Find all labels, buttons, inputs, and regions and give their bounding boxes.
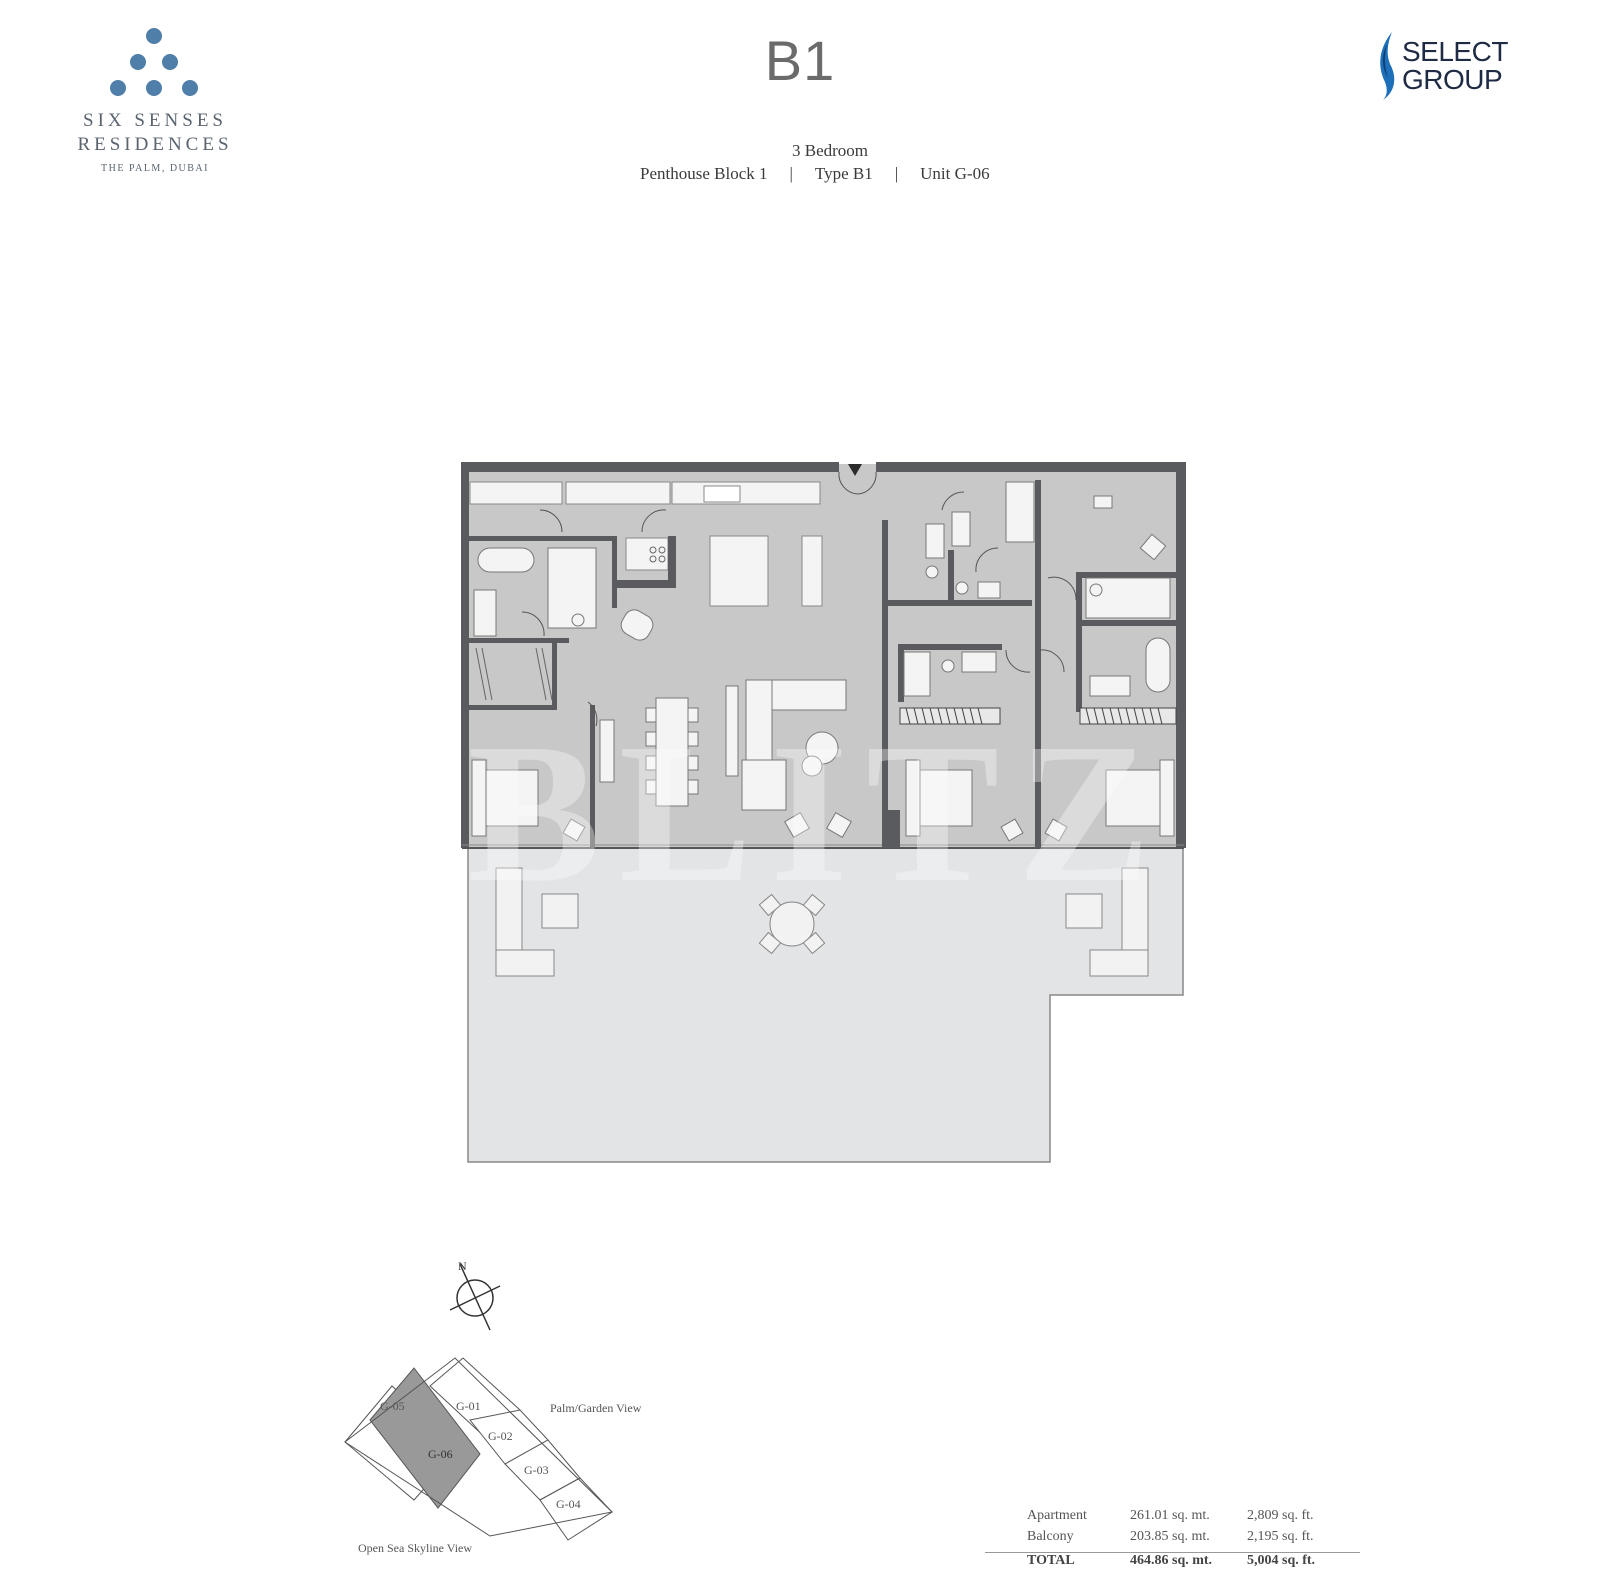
bathroom-right bbox=[1085, 577, 1171, 697]
bathroom-center-right bbox=[903, 651, 997, 697]
six-senses-dots-icon bbox=[110, 28, 198, 96]
entrance-arrow-icon bbox=[848, 464, 862, 476]
key-unit-g06: G-06 bbox=[428, 1447, 453, 1461]
north-compass-icon bbox=[449, 1263, 501, 1331]
page-title: B1 bbox=[764, 29, 836, 92]
door-swings bbox=[521, 491, 1077, 727]
select-group-logo: SELECT GROUP bbox=[1375, 30, 1535, 102]
brand-location: THE PALM, DUBAI bbox=[101, 163, 209, 174]
unit-details: Penthouse Block 1 | Type B1 | Unit G-06 bbox=[640, 164, 990, 184]
armchairs bbox=[562, 495, 1167, 842]
wardrobe-right bbox=[1079, 707, 1177, 725]
area-sqm: 261.01 sq. mt. bbox=[1130, 1508, 1210, 1523]
flame-icon bbox=[1380, 32, 1395, 100]
separator: | bbox=[789, 164, 793, 183]
view-bottom-label: Open Sea Skyline View bbox=[358, 1541, 472, 1555]
north-label: N bbox=[458, 1259, 467, 1273]
key-plan bbox=[344, 1357, 614, 1541]
key-unit-g03: G-03 bbox=[524, 1463, 549, 1477]
area-table: Apartment 261.01 sq. mt. 2,809 sq. ft. B… bbox=[985, 1508, 1360, 1574]
brand-name-line1: SIX SENSES bbox=[83, 110, 227, 131]
brand-line1: SELECT bbox=[1402, 36, 1508, 67]
brand-name-line2: RESIDENCES bbox=[77, 134, 233, 155]
area-row-balcony: Balcony 203.85 sq. mt. 2,195 sq. ft. bbox=[985, 1529, 1360, 1550]
terrace-sofa-left bbox=[495, 867, 579, 977]
total-sqft: 5,004 sq. ft. bbox=[1247, 1553, 1316, 1568]
bed-left bbox=[471, 759, 539, 837]
terrace-dining-table bbox=[758, 893, 826, 955]
wardrobe-center-right bbox=[899, 707, 1001, 725]
terrace-sofa-right bbox=[1065, 867, 1149, 977]
total-sqm: 464.86 sq. mt. bbox=[1130, 1553, 1213, 1568]
bed-right bbox=[1105, 759, 1175, 837]
outer-walls bbox=[461, 462, 1186, 848]
unit-label: Unit G-06 bbox=[920, 164, 990, 183]
bed-center-right bbox=[905, 759, 973, 837]
dining-table bbox=[645, 697, 699, 807]
living-sofa bbox=[741, 679, 847, 811]
area-divider bbox=[985, 1552, 1360, 1553]
bedroom-count: 3 Bedroom bbox=[791, 141, 869, 160]
area-row-total: TOTAL 464.86 sq. mt. 5,004 sq. ft. bbox=[985, 1553, 1360, 1574]
area-row-apartment: Apartment 261.01 sq. mt. 2,809 sq. ft. bbox=[985, 1508, 1360, 1529]
bathroom-left bbox=[473, 547, 597, 637]
apartment-floor bbox=[462, 464, 1184, 848]
kitchen-counters bbox=[469, 481, 823, 607]
sideboard bbox=[599, 685, 739, 783]
area-sqft: 2,809 sq. ft. bbox=[1247, 1508, 1314, 1523]
guest-bathroom bbox=[925, 481, 1035, 599]
area-sqm: 203.85 sq. mt. bbox=[1130, 1529, 1210, 1544]
stove-icon bbox=[649, 546, 666, 563]
separator: | bbox=[894, 164, 899, 183]
six-senses-logo: SIX SENSES RESIDENCES THE PALM, DUBAI bbox=[70, 22, 240, 182]
area-sqft: 2,195 sq. ft. bbox=[1247, 1529, 1314, 1544]
view-top-label: Palm/Garden View bbox=[550, 1401, 642, 1415]
key-unit-g05: G-05 bbox=[380, 1399, 405, 1413]
key-unit-g01: G-01 bbox=[456, 1399, 481, 1413]
block-label: Penthouse Block 1 bbox=[640, 164, 768, 183]
wardrobe-left bbox=[475, 647, 553, 701]
type-label: Type B1 bbox=[814, 164, 873, 183]
total-label: TOTAL bbox=[1027, 1553, 1075, 1568]
brand-line2: GROUP bbox=[1402, 64, 1503, 95]
area-label: Balcony bbox=[1027, 1529, 1074, 1544]
key-unit-g04: G-04 bbox=[556, 1497, 581, 1511]
watermark: BLITZ bbox=[467, 703, 1168, 924]
area-label: Apartment bbox=[1027, 1508, 1087, 1523]
key-unit-g02: G-02 bbox=[488, 1429, 513, 1443]
internal-walls bbox=[469, 480, 1176, 848]
